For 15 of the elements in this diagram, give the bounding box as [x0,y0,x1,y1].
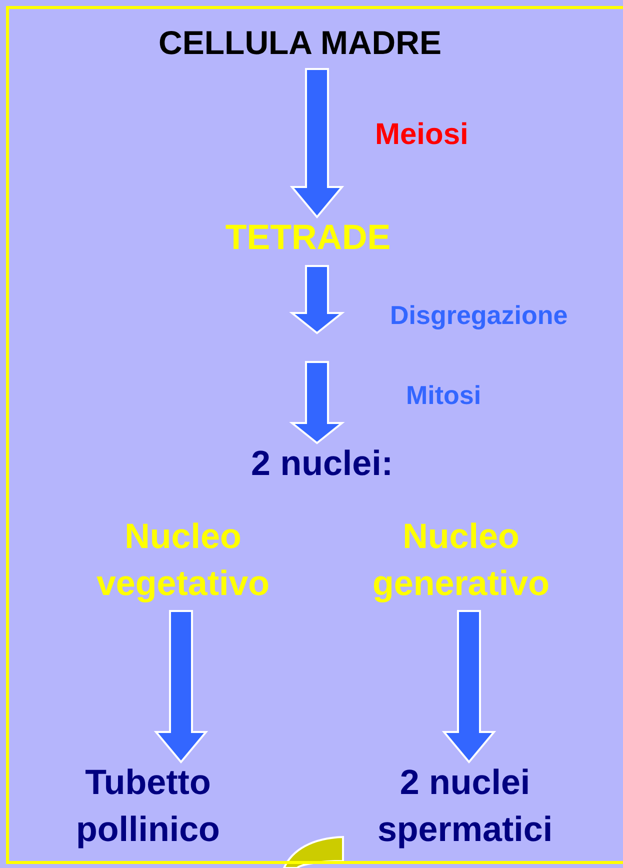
block-arrow [289,265,345,334]
edge-label: Meiosi [375,118,468,152]
node-text: Nucleo generativo [336,514,586,608]
node-text: Nucleo vegetativo [58,514,308,608]
node-text: 2 nuclei spermatici [335,760,595,854]
block-arrow [289,361,345,444]
block-arrow [290,68,344,219]
block-arrow [154,610,208,764]
block-arrow [442,610,496,764]
edge-label: Disgregazione [390,300,568,331]
node-text: 2 nuclei: [202,441,442,488]
edge-label: Mitosi [406,380,482,411]
node-text: CELLULA MADRE [90,21,510,65]
node-text: Tubetto pollinico [28,760,268,854]
node-text: TETRADE [178,215,438,262]
